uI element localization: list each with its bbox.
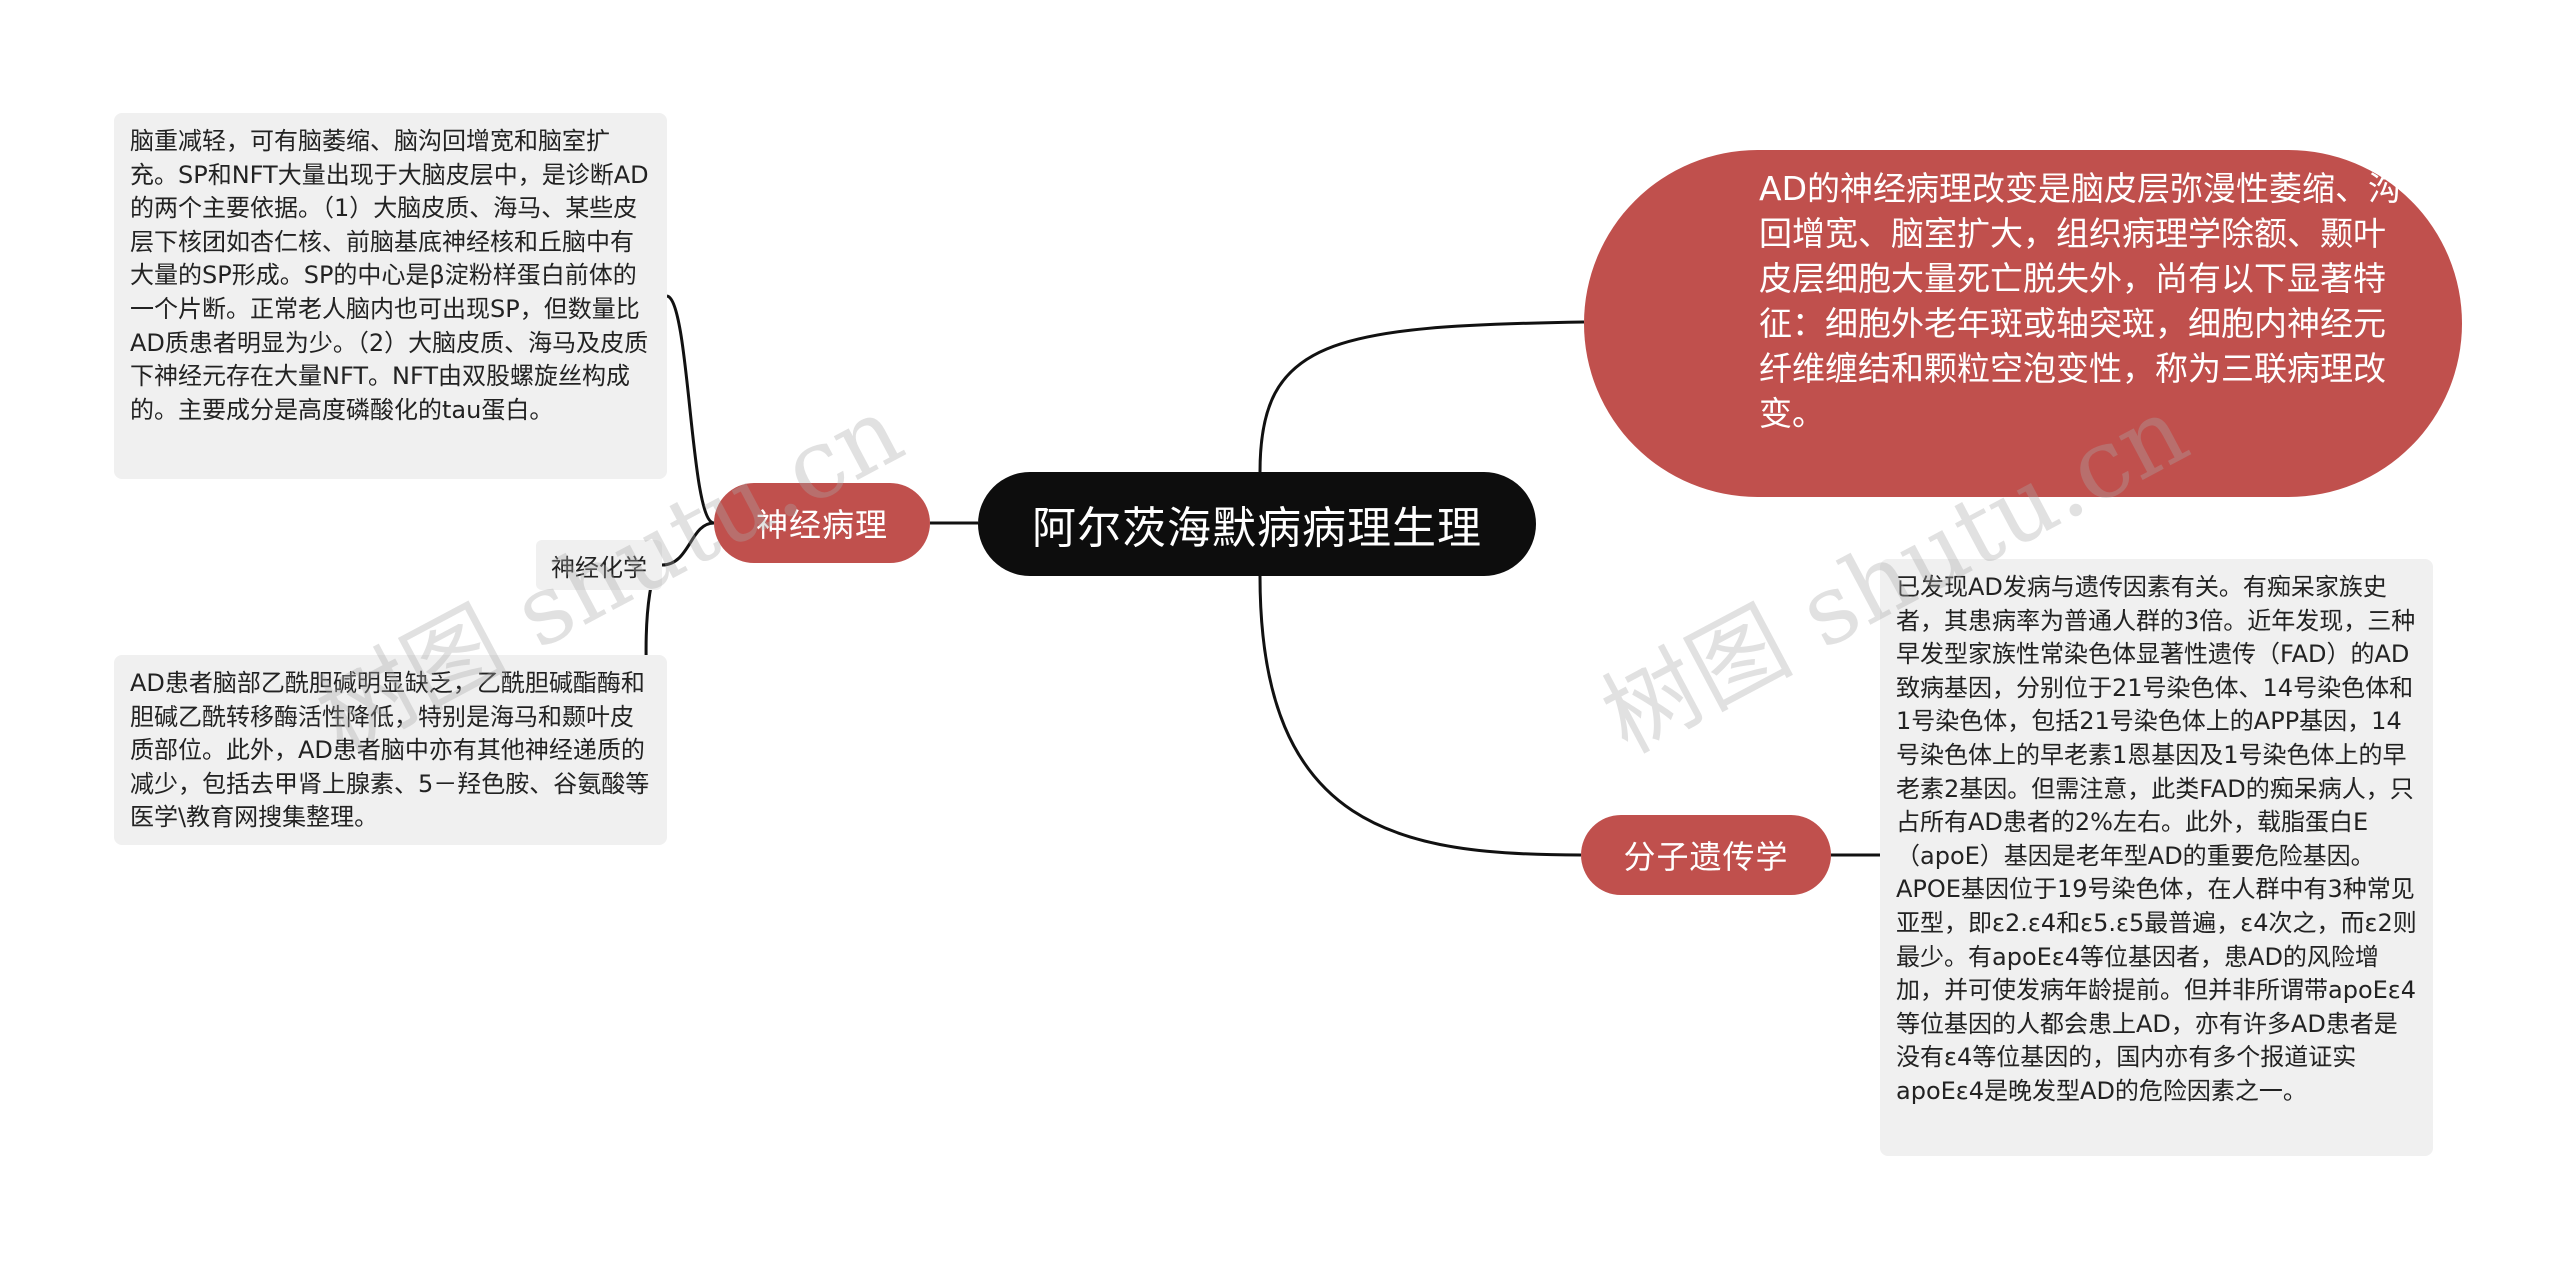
neurochemistry-note-text: AD患者脑部乙酰胆碱明显缺乏，乙酰胆碱酯酶和胆碱乙酰转移酶活性降低，特别是海马和… — [130, 669, 650, 832]
note-neurochemistry[interactable]: AD患者脑部乙酰胆碱明显缺乏，乙酰胆碱酯酶和胆碱乙酰转移酶活性降低，特别是海马和… — [114, 655, 667, 845]
branch-molecular-genetics[interactable]: 分子遗传学 — [1581, 815, 1831, 895]
neuropathology-label: 神经病理 — [755, 506, 888, 544]
note-neuropathology[interactable]: 脑重减轻，可有脑萎缩、脑沟回增宽和脑室扩充。SP和NFT大量出现于大脑皮层中，是… — [114, 113, 667, 479]
molecular-genetics-note-text: 已发现AD发病与遗传因素有关。有痴呆家族史者，其患病率为普通人群的3倍。近年发现… — [1896, 573, 2417, 1105]
root-topic-label: 阿尔茨海默病病理生理 — [1032, 503, 1482, 554]
branch-neuropathology[interactable]: 神经病理 — [714, 483, 930, 563]
pathology-overview-text: AD的神经病理改变是脑皮层弥漫性萎缩、沟回增宽、脑室扩大，组织病理学除额、颞叶皮… — [1759, 169, 2401, 433]
connector-neuropathology-note1 — [666, 294, 715, 525]
note-molecular-genetics[interactable]: 已发现AD发病与遗传因素有关。有痴呆家族史者，其患病率为普通人群的3倍。近年发现… — [1880, 559, 2433, 1156]
neurochemistry-label: 神经化学 — [551, 553, 647, 582]
connector-neuropathology-neurochem — [661, 521, 715, 567]
root-topic[interactable]: 阿尔茨海默病病理生理 — [978, 472, 1536, 576]
connector-root-genetics — [1258, 575, 1582, 857]
connector-root-overview — [1258, 320, 1585, 473]
branch-pathology-overview[interactable]: AD的神经病理改变是脑皮层弥漫性萎缩、沟回增宽、脑室扩大，组织病理学除额、颞叶皮… — [1584, 150, 2462, 497]
neuropathology-note-text: 脑重减轻，可有脑萎缩、脑沟回增宽和脑室扩充。SP和NFT大量出现于大脑皮层中，是… — [130, 127, 649, 424]
molecular-genetics-label: 分子遗传学 — [1623, 838, 1789, 876]
branch-neurochemistry[interactable]: 神经化学 — [536, 540, 662, 590]
